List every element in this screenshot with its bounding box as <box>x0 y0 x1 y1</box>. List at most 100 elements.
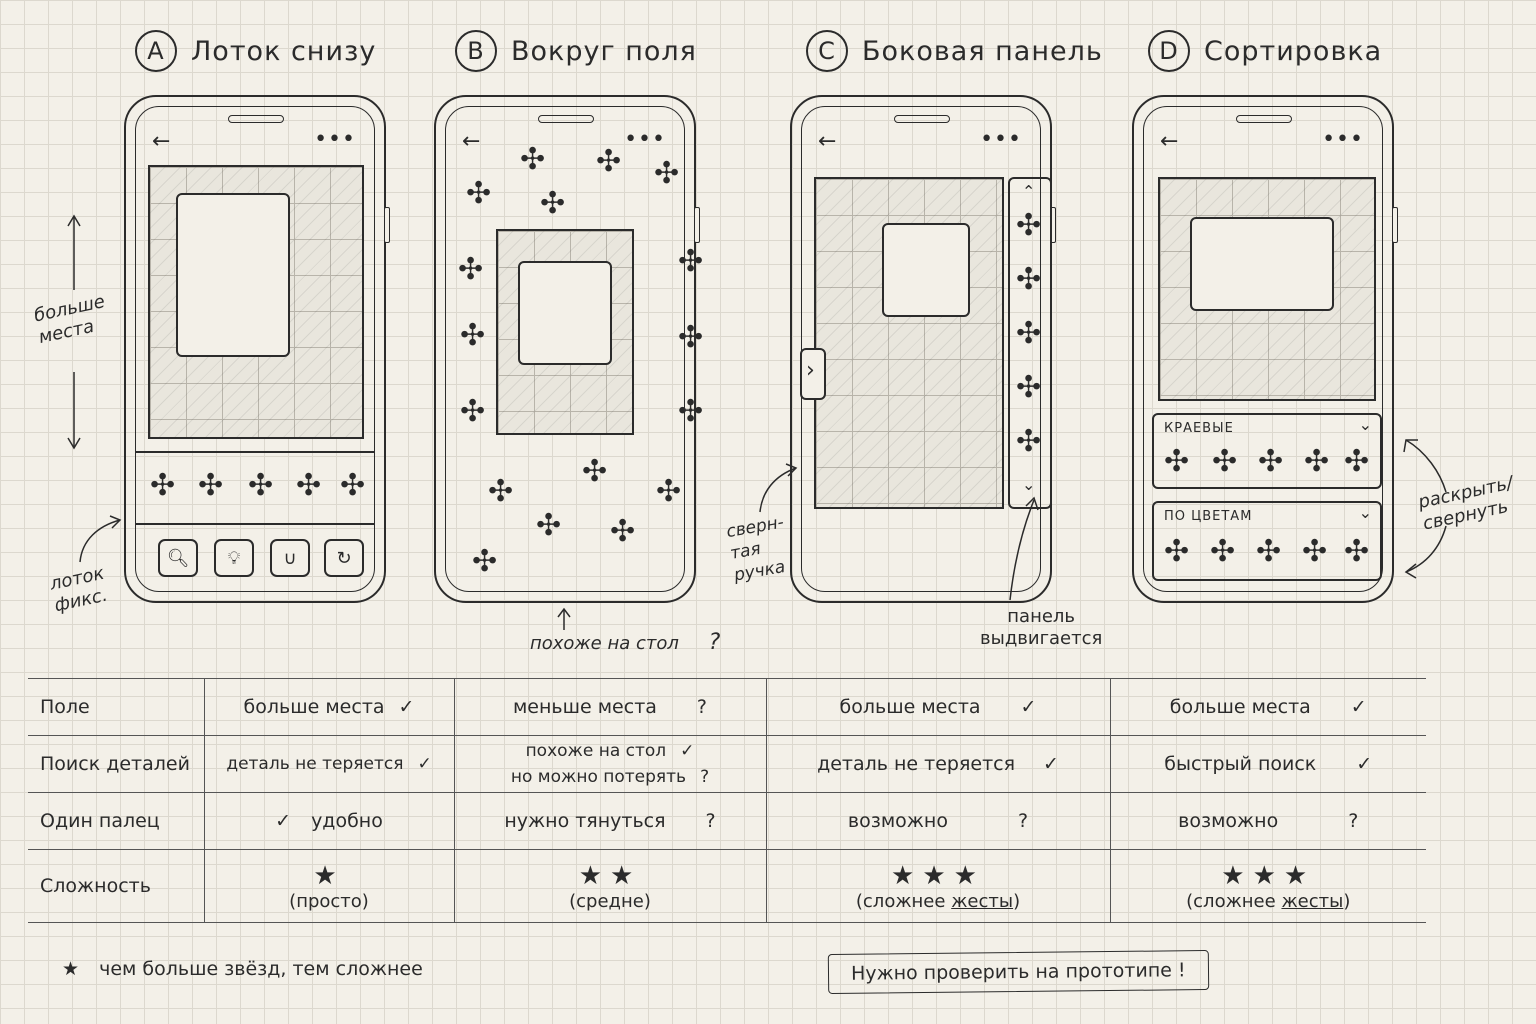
puzzle-piece-icon[interactable]: ✣ <box>678 320 704 355</box>
chevron-down-icon[interactable]: ⌄ <box>1358 415 1372 434</box>
star-rating: ★★★ <box>1221 860 1316 891</box>
star-icon: ★ <box>62 958 80 980</box>
phone-b: ← ••• ✣ ✣ ✣ ✣ ✣ ✣ ✣ ✣ ✣ ✣ ✣ ✣ ✣ ✣ ✣ ✣ ✣ <box>434 95 703 603</box>
puzzle-piece-icon[interactable]: ✣ <box>488 474 514 509</box>
table-cell: больше места✓ <box>765 678 1110 736</box>
puzzle-piece-icon[interactable]: ✣ <box>536 508 562 543</box>
table-cell: быстрый поиск✓ <box>1109 735 1426 793</box>
puzzle-piece-icon[interactable]: ✣ <box>610 514 636 549</box>
row-label: Поиск деталей <box>28 735 204 793</box>
back-arrow-icon[interactable]: ← <box>152 129 171 154</box>
puzzle-piece-icon[interactable]: ✣ <box>472 544 498 579</box>
complexity-note: (средне) <box>569 890 651 912</box>
cell-text: но можно потерять <box>510 767 687 787</box>
search-button[interactable]: 🔍︎ <box>158 539 198 577</box>
puzzle-piece-icon[interactable]: ✣ <box>1212 444 1238 479</box>
puzzle-piece-icon[interactable]: ✣ <box>520 142 546 177</box>
puzzle-piece-icon[interactable]: ✣ <box>1302 534 1328 569</box>
collapsed-handle[interactable]: › <box>800 348 826 400</box>
puzzle-piece-icon[interactable]: ✣ <box>596 144 622 179</box>
chevron-down-icon[interactable]: ⌄ <box>1022 475 1036 494</box>
puzzle-piece-icon[interactable]: ✣ <box>1344 444 1370 479</box>
puzzle-piece-icon[interactable]: ✣ <box>466 176 492 211</box>
reset-button[interactable]: ↻ <box>324 539 364 577</box>
puzzle-piece-icon[interactable]: ✣ <box>340 468 366 503</box>
complexity-note: (сложнее жесты) <box>779 891 1098 912</box>
magnet-button[interactable]: ∪ <box>270 539 310 577</box>
puzzle-board[interactable] <box>1158 177 1376 401</box>
table-cell: похоже на стол✓ но можно потерять? <box>453 735 766 793</box>
arrow-icon <box>1009 496 1039 601</box>
back-arrow-icon[interactable]: ← <box>462 129 481 154</box>
check-icon: ✓ <box>417 754 432 774</box>
puzzle-piece-icon[interactable]: ✣ <box>540 186 566 221</box>
question-icon: ? <box>1017 810 1029 832</box>
puzzle-piece-icon[interactable]: ✣ <box>1164 534 1190 569</box>
check-icon: ✓ <box>398 696 415 718</box>
puzzle-piece-icon[interactable]: ✣ <box>1016 316 1042 351</box>
table-cell: ★★ (средне) <box>453 849 766 923</box>
variant-a-label: Лоток снизу <box>191 35 377 67</box>
puzzle-piece-icon[interactable]: ✣ <box>656 474 682 509</box>
puzzle-piece-icon[interactable]: ✣ <box>1344 534 1370 569</box>
puzzle-piece-icon[interactable]: ✣ <box>1304 444 1330 479</box>
more-icon[interactable]: ••• <box>980 127 1022 152</box>
complexity-note: (просто) <box>289 890 369 912</box>
legend: ★ чем больше звёзд, тем сложнее <box>62 958 423 980</box>
puzzle-board[interactable] <box>814 177 1004 509</box>
hint-button[interactable]: 💡︎ <box>214 539 254 577</box>
more-icon[interactable]: ••• <box>1322 127 1364 152</box>
phone-a: ← ••• ✣ ✣ ✣ ✣ ✣ 🔍︎ 💡︎ ∪ ↻ <box>124 95 390 603</box>
edge-pieces-panel[interactable]: КРАЕВЫЕ ⌄ ✣ ✣ ✣ ✣ ✣ <box>1152 413 1382 489</box>
variant-c-label: Боковая панель <box>862 35 1103 67</box>
cell-text: возможно <box>1178 810 1279 832</box>
puzzle-piece-icon[interactable]: ✣ <box>1164 444 1190 479</box>
check-icon: ✓ <box>275 810 292 832</box>
puzzle-piece-icon[interactable]: ✣ <box>654 156 680 191</box>
cell-text: деталь не теряется <box>817 753 1016 775</box>
puzzle-piece-icon[interactable]: ✣ <box>1016 370 1042 405</box>
back-arrow-icon[interactable]: ← <box>1160 129 1179 154</box>
note-like-table-mark: ? <box>708 630 721 655</box>
empty-area <box>882 223 970 317</box>
more-icon[interactable]: ••• <box>314 127 356 152</box>
phone-d: ← ••• КРАЕВЫЕ ⌄ ✣ ✣ ✣ ✣ ✣ ПО ЦВЕТАМ ⌄ ✣ … <box>1132 95 1398 603</box>
check-icon: ✓ <box>1020 696 1037 718</box>
puzzle-piece-icon[interactable]: ✣ <box>678 244 704 279</box>
chevron-down-icon[interactable]: ⌄ <box>1358 503 1372 522</box>
table-cell: возможно? <box>1109 792 1426 850</box>
puzzle-piece-icon[interactable]: ✣ <box>678 394 704 429</box>
row-label: Сложность <box>28 849 204 923</box>
puzzle-piece-icon[interactable]: ✣ <box>1016 424 1042 459</box>
puzzle-piece-icon[interactable]: ✣ <box>460 394 486 429</box>
puzzle-board[interactable] <box>496 229 634 435</box>
question-icon: ? <box>705 810 716 832</box>
puzzle-piece-icon[interactable]: ✣ <box>1016 208 1042 243</box>
puzzle-piece-icon[interactable]: ✣ <box>296 468 322 503</box>
table-row: Поле больше места✓ меньше места? больше … <box>28 678 1426 736</box>
puzzle-piece-icon[interactable]: ✣ <box>1210 534 1236 569</box>
puzzle-piece-icon[interactable]: ✣ <box>150 468 176 503</box>
puzzle-piece-icon[interactable]: ✣ <box>248 468 274 503</box>
phone-c-screen: ← ••• ⌄ ✣ ✣ ✣ ✣ ✣ ⌄ <box>801 106 1052 592</box>
puzzle-piece-icon[interactable]: ✣ <box>1016 262 1042 297</box>
more-icon[interactable]: ••• <box>624 127 666 152</box>
color-pieces-panel[interactable]: ПО ЦВЕТАМ ⌄ ✣ ✣ ✣ ✣ ✣ <box>1152 501 1382 581</box>
double-arrow-icon <box>1403 439 1447 579</box>
puzzle-piece-icon[interactable]: ✣ <box>1258 444 1284 479</box>
reset-icon: ↻ <box>336 547 352 569</box>
variant-b-label: Вокруг поля <box>511 35 697 67</box>
table-cell: ★★★ (сложнее жесты) <box>765 849 1110 923</box>
side-panel[interactable]: ⌄ ✣ ✣ ✣ ✣ ✣ ⌄ <box>1008 177 1052 509</box>
puzzle-piece-icon[interactable]: ✣ <box>460 318 486 353</box>
cell-text: удобно <box>311 810 383 832</box>
puzzle-piece-icon[interactable]: ✣ <box>1256 534 1282 569</box>
puzzle-piece-icon[interactable]: ✣ <box>198 468 224 503</box>
puzzle-board[interactable] <box>148 165 364 439</box>
question-icon: ? <box>1348 810 1359 832</box>
cell-line: похоже на стол✓ <box>467 738 754 764</box>
puzzle-piece-icon[interactable]: ✣ <box>458 252 484 287</box>
puzzle-piece-icon[interactable]: ✣ <box>582 454 608 489</box>
back-arrow-icon[interactable]: ← <box>818 129 837 154</box>
chevron-up-icon[interactable]: ⌄ <box>1022 181 1036 200</box>
